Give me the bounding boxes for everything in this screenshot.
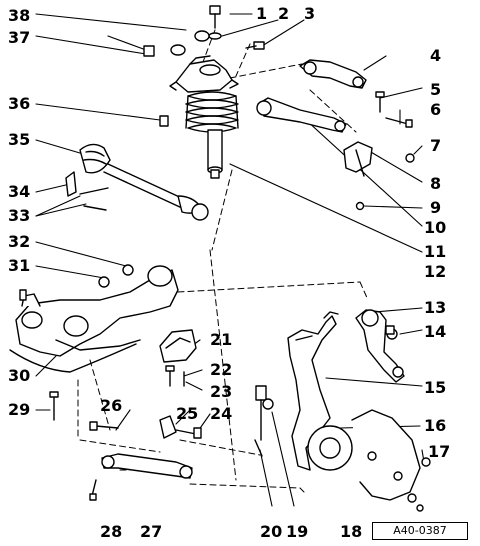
callout-26: 26 (100, 396, 123, 415)
shaft-clamp-bolts (65, 115, 169, 211)
callout-22: 22 (210, 360, 233, 379)
callout-4: 4 (430, 46, 442, 65)
brake-disc (307, 409, 424, 512)
callout-11: 11 (424, 242, 447, 261)
upper-arm-13 (355, 309, 405, 383)
reference-code: A40-0387 (372, 522, 468, 540)
callout-16: 16 (424, 416, 447, 435)
callout-23: 23 (210, 382, 233, 401)
hub-bolts (367, 325, 431, 467)
strut-top-mount (169, 55, 239, 93)
drive-shaft (79, 143, 209, 221)
callout-19: 19 (286, 522, 309, 541)
subframe (9, 264, 179, 373)
callout-1: 1 (256, 4, 268, 23)
callout-18: 18 (340, 522, 363, 541)
callout-38: 38 (8, 6, 31, 25)
callout-5: 5 (430, 80, 442, 99)
callout-37: 37 (8, 28, 31, 47)
top-fasteners (143, 5, 265, 57)
callout-21: 21 (210, 330, 233, 349)
callout-34: 34 (8, 182, 31, 201)
callout-14: 14 (424, 322, 447, 341)
callout-31: 31 (8, 256, 31, 275)
callout-36: 36 (8, 94, 31, 113)
callout-8: 8 (430, 174, 442, 193)
callout-24: 24 (210, 404, 233, 423)
callout-33: 33 (8, 206, 31, 225)
wheel-bearing-housing (287, 311, 339, 471)
track-rod (101, 453, 193, 479)
callout-27: 27 (140, 522, 163, 541)
upper-arm-front (299, 59, 367, 89)
bracket (159, 329, 197, 363)
callout-35: 35 (8, 130, 31, 149)
callout-6: 6 (430, 100, 442, 119)
callout-13: 13 (424, 298, 447, 317)
leader-lines (35, 13, 425, 507)
damper (207, 129, 223, 179)
callout-28: 28 (100, 522, 123, 541)
bracket-bolts (165, 365, 185, 387)
upper-bolts (343, 91, 415, 211)
callout-3: 3 (304, 4, 316, 23)
callout-30: 30 (8, 366, 31, 385)
callout-15: 15 (424, 378, 447, 397)
callout-32: 32 (8, 232, 31, 251)
callout-17: 17 (428, 442, 451, 461)
callout-29: 29 (8, 400, 31, 419)
stabilizer-link (254, 385, 274, 457)
callout-10: 10 (424, 218, 447, 237)
callout-12: 12 (424, 262, 447, 281)
callout-2: 2 (278, 4, 290, 23)
upper-arm-rear (256, 97, 347, 133)
callout-9: 9 (430, 198, 442, 217)
callout-25: 25 (176, 404, 199, 423)
coil-spring (185, 91, 239, 133)
lower-bolts (49, 391, 202, 501)
callout-7: 7 (430, 136, 442, 155)
callout-20: 20 (260, 522, 283, 541)
